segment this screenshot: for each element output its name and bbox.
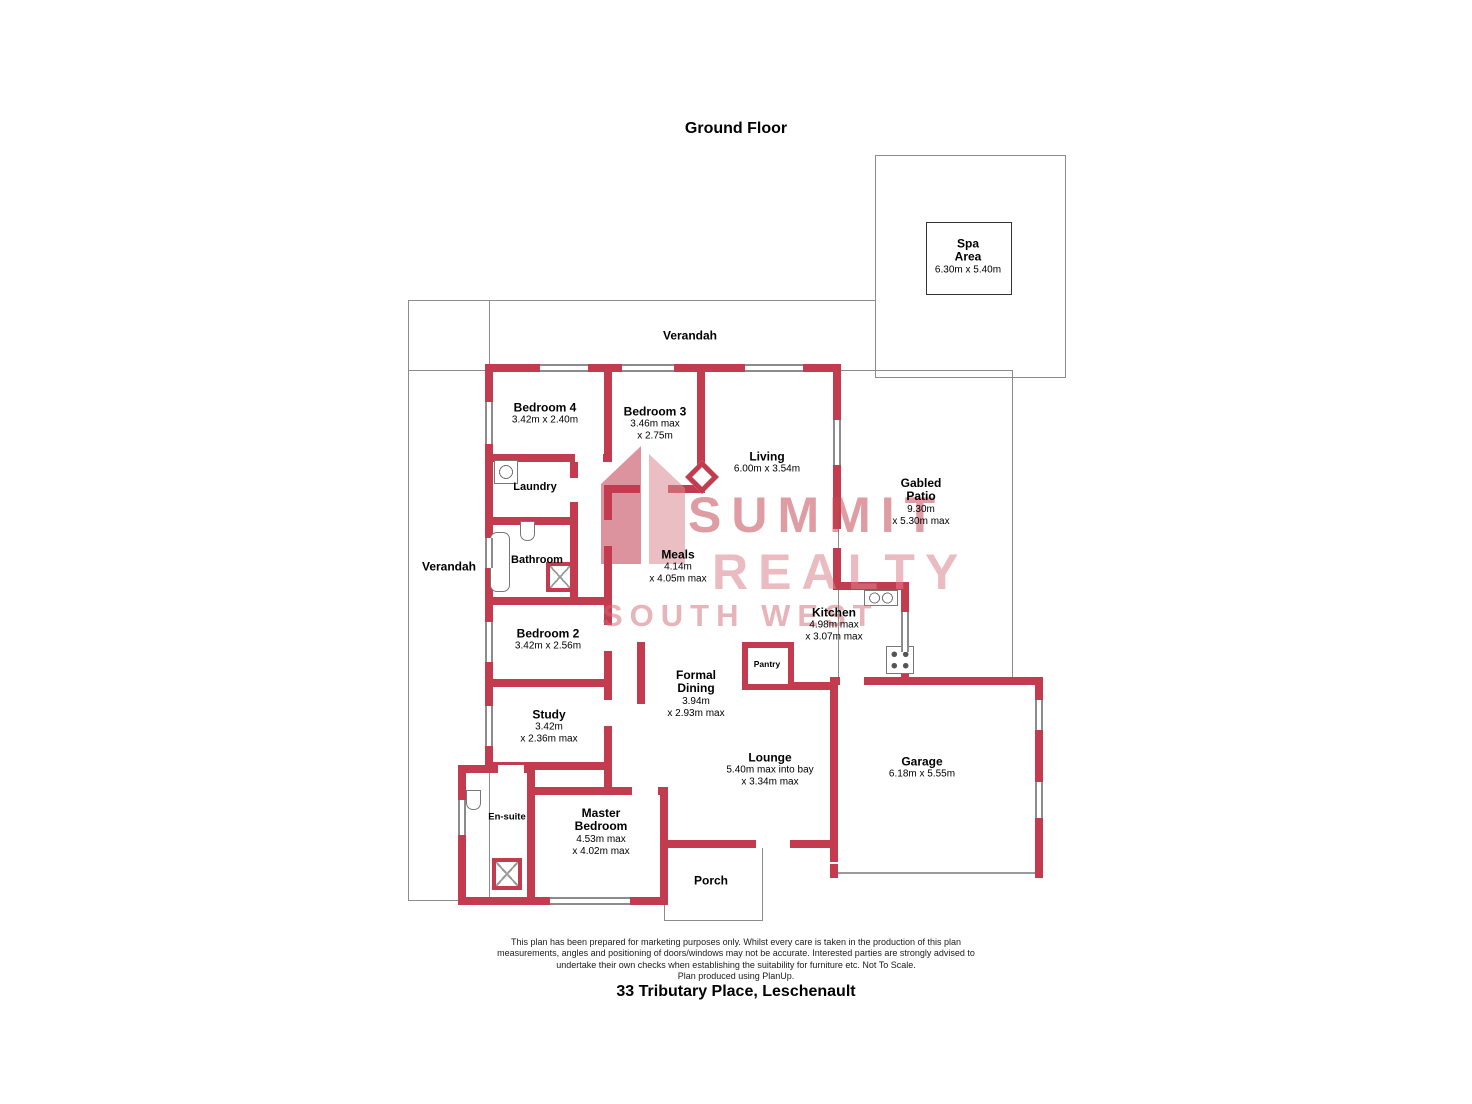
laundry-trough-icon — [494, 460, 518, 484]
room-label-bedroom2: Bedroom 2 3.42m x 2.56m — [514, 626, 582, 652]
wall-garage-stub-right — [1035, 864, 1043, 878]
page-title: Ground Floor — [684, 120, 788, 137]
room-label-ensuite: En-suite — [488, 811, 526, 823]
room-label-bedroom3: Bedroom 3 3.46m max x 2.75m — [623, 404, 687, 442]
wall-bed2-bottom — [485, 679, 612, 687]
window-marker — [550, 897, 630, 905]
door-opening — [575, 454, 603, 462]
door-opening — [756, 840, 790, 848]
wall-garage-top — [830, 677, 1043, 685]
room-label-gabled-patio: Gabled Patio 9.30m x 5.30m max — [892, 475, 950, 527]
wall-master-top — [530, 787, 668, 795]
room-label-laundry: Laundry — [513, 480, 557, 493]
disclaimer-text: This plan has been prepared for marketin… — [0, 937, 1472, 982]
disclaimer-line: This plan has been prepared for marketin… — [510, 937, 962, 947]
disclaimer-line: Plan produced using PlanUp. — [677, 970, 795, 981]
window-marker — [745, 364, 803, 372]
window-marker — [901, 612, 909, 652]
room-label-master: Master Bedroom 4.53m max x 4.02m max — [572, 805, 630, 857]
door-opening — [640, 485, 668, 493]
room-label-porch: Porch — [693, 873, 729, 888]
wall-hall-step — [604, 762, 612, 795]
door-opening — [604, 700, 612, 726]
wall-bathroom-right — [570, 517, 578, 605]
window-marker — [833, 420, 841, 465]
wall-garage-right — [1035, 677, 1043, 877]
room-label-bathroom: Bathroom — [511, 553, 563, 566]
room-label-verandah-left: Verandah — [421, 559, 477, 574]
room-label-formal-dining: Formal Dining 3.94m x 2.93m max — [667, 667, 725, 719]
wall-study-bottom — [485, 762, 612, 770]
window-marker — [1035, 782, 1043, 818]
room-label-pantry: Pantry — [753, 659, 781, 670]
room-label-verandah-top: Verandah — [662, 328, 718, 343]
wall-ensuite-master-divider — [527, 765, 535, 905]
door-opening — [604, 625, 612, 651]
window-marker — [1035, 700, 1043, 730]
room-label-study: Study 3.42m x 2.36m max — [520, 707, 578, 745]
room-label-spa: Spa Area 6.30m x 5.40m — [934, 236, 1002, 276]
wall-lounge-garage-stub — [830, 840, 838, 862]
wall-house-left — [485, 364, 493, 772]
wall-living-kitchen — [833, 582, 909, 590]
wall-bed3-living-divider — [697, 364, 705, 493]
bathtub-icon — [490, 532, 510, 592]
window-marker — [622, 364, 674, 372]
wall-bed4-bed3-divider — [604, 364, 612, 462]
wall-bed4-bottom — [485, 454, 612, 462]
disclaimer-line: measurements, angles and positioning of … — [497, 948, 975, 959]
wall-ensuite-bottom — [458, 897, 535, 905]
stove-icon — [886, 646, 914, 674]
door-opening — [570, 478, 578, 502]
shower-icon — [492, 858, 522, 890]
property-address: 33 Tributary Place, Leschenault — [616, 983, 856, 1000]
wall-garage-left — [830, 677, 838, 851]
spa-outer-area — [875, 155, 1066, 378]
garage-door-line — [834, 872, 1039, 874]
wall-living-right-lower — [833, 548, 841, 590]
pantry-walls — [742, 642, 794, 690]
door-opening — [498, 765, 524, 773]
door-opening — [604, 520, 612, 546]
wall-ensuite-left — [458, 765, 466, 905]
room-label-living: Living 6.00m x 3.54m — [733, 449, 801, 475]
room-label-bedroom4: Bedroom 4 3.42m x 2.40m — [511, 400, 579, 426]
room-label-meals: Meals 4.14m x 4.05m max — [649, 547, 707, 585]
window-marker — [485, 622, 493, 662]
room-label-kitchen: Kitchen 4.98m max x 3.07m max — [805, 605, 863, 643]
verandah-left-area — [408, 300, 490, 901]
window-marker — [485, 706, 493, 746]
spa-pool-box — [926, 222, 1012, 295]
room-label-garage: Garage 6.18m x 5.55m — [888, 754, 956, 780]
wall-garage-stub-left — [830, 864, 838, 878]
wall-bed2-top — [485, 597, 612, 605]
wall-kitchen-lounge — [792, 682, 838, 690]
wall-lounge-bottom — [660, 840, 838, 848]
door-opening — [840, 677, 864, 685]
verandah-top-area — [408, 300, 876, 371]
room-label-lounge: Lounge 5.40m max into bay x 3.34m max — [726, 750, 814, 788]
toilet-icon — [466, 790, 481, 810]
window-marker — [540, 364, 588, 372]
wall-ensuite-top — [458, 765, 535, 773]
door-opening — [632, 787, 658, 795]
toilet-icon — [520, 521, 535, 541]
wall-hall-spine-lower — [604, 597, 612, 770]
wall-dining-hall — [637, 642, 645, 704]
shower-icon — [546, 562, 574, 592]
window-marker — [458, 800, 466, 835]
window-marker — [485, 538, 493, 568]
disclaimer-line: undertake their own checks when establis… — [556, 959, 916, 970]
window-marker — [485, 402, 493, 444]
kitchen-sink-icon — [864, 590, 898, 606]
